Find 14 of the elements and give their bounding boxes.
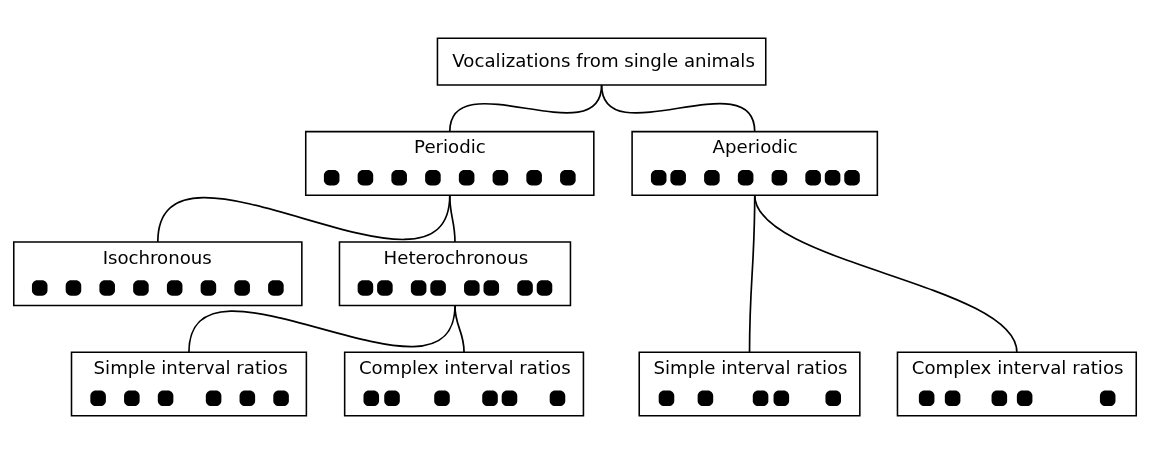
node-box: Periodic xyxy=(304,130,595,196)
connector xyxy=(448,194,456,243)
node-box: Aperiodic xyxy=(631,130,879,196)
connector xyxy=(156,194,451,243)
connector xyxy=(753,194,1018,354)
connector xyxy=(600,84,756,133)
node-box: Simple interval ratios xyxy=(638,351,861,417)
node-box: Heterochronous xyxy=(338,241,572,307)
node-box: Simple interval ratios xyxy=(70,351,308,417)
node-box: Isochronous xyxy=(13,241,303,307)
node-box: Vocalizations from single animals xyxy=(436,37,767,86)
node-box: Complex interval ratios xyxy=(343,351,585,417)
node-box: Complex interval ratios xyxy=(896,351,1137,417)
connector xyxy=(454,304,465,354)
